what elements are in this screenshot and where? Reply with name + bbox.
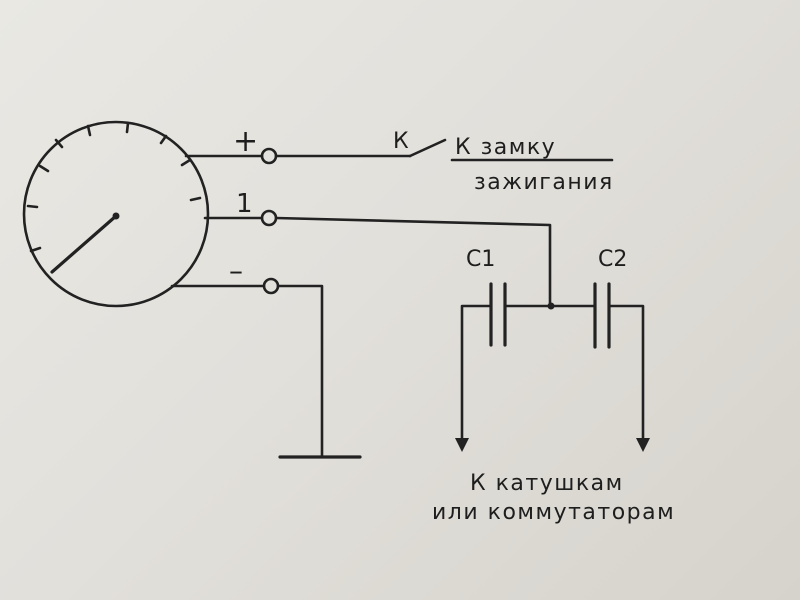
label-minus: –: [229, 254, 243, 287]
ground-symbol: [276, 284, 362, 459]
label-ignition: зажигания: [474, 170, 614, 195]
terminal-leads: [170, 154, 266, 288]
terminal-minus: [262, 277, 280, 295]
gauge-dial: [22, 120, 210, 308]
label-switch: К: [393, 129, 409, 154]
capacitor-c1: С1: [455, 247, 553, 452]
arrow-down-icon: [455, 438, 469, 452]
gauge-ticks: [26, 121, 202, 253]
switch-blade: [408, 138, 447, 158]
gauge-needle: [50, 214, 118, 274]
wire-signal: [274, 216, 552, 308]
needle-pivot: [112, 212, 120, 220]
label-to-coils: К катушкам: [470, 471, 624, 496]
label-c2: С2: [598, 247, 627, 272]
switch-k: К: [274, 129, 447, 158]
capacitor-c2: С2: [549, 247, 650, 452]
label-or-switches: или коммутаторам: [432, 500, 675, 525]
label-to-lock: К замку: [455, 135, 556, 160]
gauge-circle: [22, 120, 210, 308]
arrow-down-icon: [636, 438, 650, 452]
terminal-one: [260, 209, 278, 227]
label-plus: +: [233, 124, 258, 159]
label-one: 1: [236, 189, 253, 219]
terminal-plus: [260, 147, 278, 165]
label-c1: С1: [466, 247, 495, 272]
